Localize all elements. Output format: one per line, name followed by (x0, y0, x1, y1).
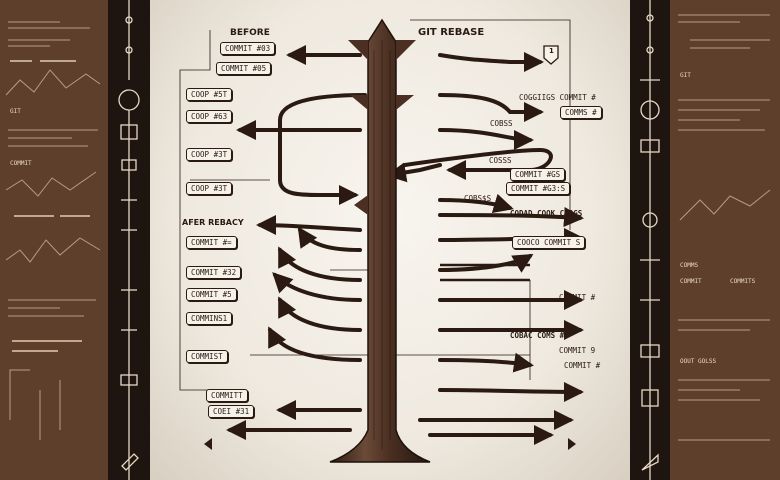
after-commit: COEI #31 (208, 405, 255, 418)
left-panel (0, 0, 108, 480)
after-label: AFER REBACY (182, 218, 244, 227)
right-triangle-icon (568, 438, 576, 450)
diagram-title: GIT REBASE (418, 27, 485, 38)
badge-text: 1 (549, 47, 554, 55)
branch-arrow (438, 193, 514, 213)
right-icon-strip (630, 0, 670, 480)
branch-arrow (297, 226, 362, 252)
rebase-diagram (179, 18, 584, 463)
left-strip-icons (118, 0, 140, 480)
right-commit: COMMIT 9 (559, 346, 596, 355)
branch-arrow (438, 253, 534, 273)
right-panel-text: COMMITS (730, 278, 756, 285)
branch-arrow (278, 93, 367, 205)
branch-arrow (386, 162, 442, 183)
branch-arrow (272, 272, 362, 302)
branch-arrow (438, 381, 584, 402)
right-commit: CODAD COOK COOGS (510, 209, 583, 218)
branch-arrow (438, 128, 534, 150)
right-panel-decor (678, 14, 771, 441)
shield-badge-icon (543, 45, 559, 65)
left-panel-text: GIT (10, 108, 21, 115)
right-commit: COSSS (489, 156, 512, 165)
right-commit: COGGIIGS COMMIT # (519, 93, 596, 102)
git-branch-icon (640, 100, 660, 120)
right-commit: COBAC COMS # (510, 331, 565, 340)
stack-commit: COOP #3T (186, 182, 233, 195)
right-commit: COMMIT #G3:S (506, 182, 571, 195)
after-commit: COMMIST (186, 350, 228, 363)
branch-arrow (278, 296, 362, 332)
right-panel-text: OOUT GOLSS (680, 358, 717, 365)
branch-arrow (403, 147, 553, 180)
branch-arrow (278, 246, 362, 282)
before-commit: COMMIT #05 (216, 62, 272, 75)
right-commit: COMMIT #GS (510, 168, 566, 181)
right-panel: GIT COMMS COMMIT COMMITS OOUT GOLSS (670, 0, 780, 480)
branch-arrow (438, 93, 544, 122)
diagram-canvas: BEFORE GIT REBASE AFER REBACY 1 COMMIT #… (150, 0, 630, 480)
after-commit: COMMIT #32 (186, 266, 242, 279)
right-panel-text: GIT (680, 72, 691, 79)
right-commit: COOCO COMMIT S (512, 236, 586, 249)
printer-icon (120, 374, 138, 386)
right-commit: COMMIT # (564, 361, 601, 370)
left-triangle-icon (204, 438, 212, 450)
right-commit: COMMIT # (559, 293, 596, 302)
branch-arrow (438, 52, 544, 72)
left-panel-text: COMMIT (10, 160, 32, 167)
stack-commit: COOP #3T (186, 148, 233, 161)
after-commit: COMMIT #= (186, 236, 237, 249)
stack-commit: COOP #63 (186, 110, 233, 123)
after-commit: COMMITT (206, 389, 248, 402)
branch-arrow (438, 352, 534, 373)
branch-arrow (268, 326, 362, 362)
after-commit: COMMINS1 (186, 312, 233, 325)
monitor-icon (640, 139, 660, 153)
right-commit: COMMS # (560, 106, 602, 119)
right-panel-text: COMMS (680, 262, 699, 269)
tree-icon (329, 18, 431, 463)
pencil-icon (121, 453, 139, 471)
bar-chart-icon (120, 124, 138, 140)
left-icon-strip (108, 0, 150, 480)
stack-commit: COOP #5T (186, 88, 233, 101)
before-label: BEFORE (230, 28, 270, 38)
right-commit: COBS$S (464, 194, 492, 203)
chart-icon (118, 89, 140, 111)
right-commit: COBSS (490, 119, 513, 128)
branch-arrow (256, 215, 362, 236)
before-commit: COMMIT #03 (220, 42, 276, 55)
left-panel-decor (5, 21, 101, 440)
right-strip-icons (640, 0, 660, 480)
right-panel-text: COMMIT (680, 278, 702, 285)
branch-arrow (438, 207, 584, 228)
after-commit: COMMIT #5 (186, 288, 237, 301)
